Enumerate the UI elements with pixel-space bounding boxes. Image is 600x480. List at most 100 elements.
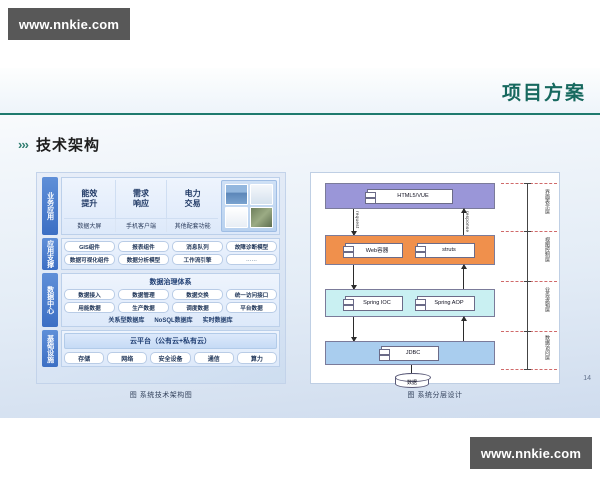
layer-node[interactable]: Spring IOC: [343, 295, 403, 311]
infra-chip[interactable]: 算力: [236, 352, 278, 364]
support-chip[interactable]: ……: [226, 254, 277, 265]
data-chip[interactable]: 数据交换: [172, 289, 223, 300]
data-chip[interactable]: 调度数据: [172, 302, 223, 313]
data-chip[interactable]: 生产数据: [118, 302, 169, 313]
phone-thumbnail-icon: [225, 207, 248, 228]
axis-tick: [524, 231, 531, 232]
side-label-control: 视图控制层: [544, 237, 550, 262]
layer-node[interactable]: JDBC: [379, 345, 439, 361]
section-title: 技术架构: [36, 137, 101, 154]
layer-node[interactable]: HTML5/VUE: [365, 188, 453, 204]
support-chip[interactable]: 工作流引擎: [172, 254, 223, 265]
support-chip[interactable]: 消息队列: [172, 241, 223, 252]
axis-tick: [524, 183, 531, 184]
map-thumbnail-icon: [250, 207, 273, 228]
device-thumbnails: [221, 180, 277, 232]
slide-header-band: [0, 68, 600, 115]
business-main-row: 能效提升 需求响应 电力交易: [64, 180, 218, 218]
layer-node[interactable]: Web容器: [343, 242, 403, 258]
data-chip[interactable]: 平台数据: [226, 302, 277, 313]
response-arrow: [460, 208, 467, 235]
data-access-layer-box: JDBC: [325, 341, 495, 365]
axis-tick: [524, 281, 531, 282]
layer-infrastructure: 基础设施 云平台（公有云+私有云） 存储 网络 安全设备 通信 算力: [42, 330, 280, 367]
business-sub-row: 数据大屏 手机客户端 其他配套功能: [64, 218, 218, 232]
left-figure-caption: 图 系统技术架构图: [129, 392, 193, 399]
slide-canvas: 项目方案 ››› 技术架构 业务应用 能效提升 需求响应 电力交易: [0, 68, 600, 418]
layer-tab-label: 业务应用: [42, 177, 58, 235]
tablet-thumbnail-icon: [250, 184, 273, 205]
support-chip-grid: GIS组件 报表组件 消息队列 故障诊断模型 数据可视化组件 数据分析模型 工作…: [64, 241, 277, 265]
chevron-right-icon: ›››: [18, 137, 29, 152]
infra-chip[interactable]: 存储: [64, 352, 105, 364]
support-chip[interactable]: 故障诊断模型: [226, 241, 277, 252]
data-chip-row: 用能数据 生产数据 调度数据 平台数据: [64, 302, 277, 313]
database-label: 数据: [406, 380, 417, 386]
database-type: 关系型数据库: [108, 318, 145, 324]
flow-arrow: [350, 265, 357, 290]
business-cells: 能效提升 需求响应 电力交易 数据大屏 手机客户端 其他配套功能: [64, 180, 218, 232]
control-layer-box: Web容器 struts: [325, 235, 495, 265]
data-chip[interactable]: 统一访问接口: [226, 289, 277, 300]
data-chip[interactable]: 数据接入: [64, 289, 115, 300]
screen-thumbnail-icon: [225, 184, 248, 205]
data-chip[interactable]: 用能数据: [64, 302, 115, 313]
layer-tab-label: 基础设施: [42, 330, 58, 367]
arrow-label-request: request: [355, 211, 360, 229]
database-type: NoSQL数据库: [154, 318, 193, 324]
layer-business-application: 业务应用 能效提升 需求响应 电力交易 数据大屏 手机客户端 其他配套功能: [42, 177, 280, 235]
support-chip[interactable]: 数据可视化组件: [64, 254, 115, 265]
business-cell[interactable]: 电力交易: [184, 189, 201, 208]
axis-tick: [524, 331, 531, 332]
layer-axis: [527, 183, 528, 369]
infra-chip[interactable]: 安全设备: [150, 352, 191, 364]
arrow-label-response: response: [465, 211, 470, 233]
support-chip-row: GIS组件 报表组件 消息队列 故障诊断模型: [64, 241, 277, 252]
infra-chip[interactable]: 网络: [107, 352, 148, 364]
side-label-business: 业务逻辑层: [544, 287, 550, 312]
business-sub-cell[interactable]: 手机客户端: [116, 219, 168, 232]
support-chip[interactable]: 报表组件: [118, 241, 169, 252]
data-governance-title: 数据治理体系: [149, 279, 192, 286]
tech-architecture-diagram: 业务应用 能效提升 需求响应 电力交易 数据大屏 手机客户端 其他配套功能: [36, 172, 286, 384]
flow-arrow: [460, 316, 467, 341]
layer-node[interactable]: struts: [415, 242, 475, 258]
watermark-top: www.nnkie.com: [8, 8, 130, 40]
cloud-platform-bar[interactable]: 云平台（公有云+私有云）: [64, 333, 277, 349]
layer-application-support: 应用支撑 GIS组件 报表组件 消息队列 故障诊断模型 数据可视化组件 数据分析…: [42, 238, 280, 270]
database-type: 实时数据库: [202, 318, 233, 324]
layer-tab-label: 数据中心: [42, 273, 58, 327]
business-cell[interactable]: 需求响应: [116, 180, 168, 218]
section-heading: ››› 技术架构: [18, 134, 100, 155]
right-figure-caption: 图 系统分层设计: [407, 392, 463, 399]
data-chip-row: 数据接入 数据管理 数据交换 统一访问接口: [64, 289, 277, 300]
layer-body: 数据治理体系 数据接入 数据管理 数据交换 统一访问接口 用能数据 生产数据 调…: [61, 273, 280, 327]
layer-tab-label: 应用支撑: [42, 238, 58, 270]
business-layer-box: Spring IOC Spring AOP: [325, 289, 495, 317]
infra-chip[interactable]: 通信: [193, 352, 234, 364]
layer-data-center: 数据中心 数据治理体系 数据接入 数据管理 数据交换 统一访问接口 用能数据 生…: [42, 273, 280, 327]
axis-tick: [524, 369, 531, 370]
support-chip[interactable]: GIS组件: [64, 241, 115, 252]
presentation-layer-box: HTML5/VUE: [325, 183, 495, 209]
page-title: 项目方案: [501, 83, 586, 104]
business-sub-cell[interactable]: 数据大屏: [64, 219, 116, 232]
database-cylinder-icon: 数据: [395, 373, 431, 388]
flow-arrow: [350, 317, 357, 342]
layer-body: GIS组件 报表组件 消息队列 故障诊断模型 数据可视化组件 数据分析模型 工作…: [61, 238, 280, 270]
database-type-row: 关系型数据库 NoSQL数据库 实时数据库: [64, 315, 277, 324]
support-chip-row: 数据可视化组件 数据分析模型 工作流引擎 ……: [64, 254, 277, 265]
side-label-data-access: 数据访问层: [544, 335, 550, 360]
layered-design-diagram: HTML5/VUE request response Web容器 struts …: [310, 172, 560, 388]
layer-body: 能效提升 需求响应 电力交易 数据大屏 手机客户端 其他配套功能: [61, 177, 280, 235]
side-label-presentation: 界面表示层: [544, 189, 550, 214]
data-chip[interactable]: 数据管理: [118, 289, 169, 300]
page-number: 14: [583, 375, 591, 382]
layer-node[interactable]: Spring AOP: [415, 295, 475, 311]
support-chip[interactable]: 数据分析模型: [118, 254, 169, 265]
business-cell[interactable]: 能效提升: [64, 180, 116, 218]
request-arrow: [350, 209, 357, 236]
infrastructure-row: 存储 网络 安全设备 通信 算力: [64, 352, 278, 364]
business-sub-cell[interactable]: 其他配套功能: [174, 224, 211, 230]
